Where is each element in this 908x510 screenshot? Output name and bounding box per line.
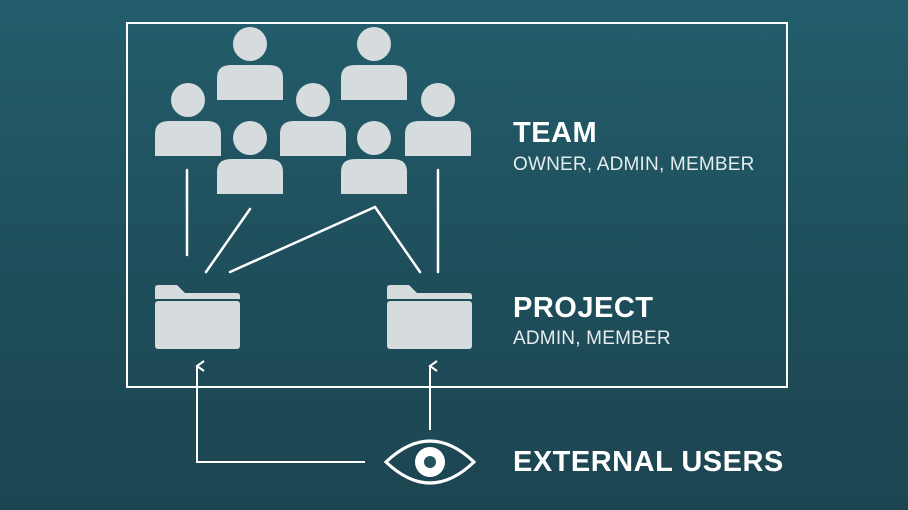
person-icon [155, 83, 221, 156]
eye-icon [383, 439, 477, 485]
folder-icon [387, 285, 472, 349]
person-icon [405, 83, 471, 156]
connector-line [373, 205, 422, 274]
team-boundary-box [126, 22, 788, 388]
connector-line [204, 207, 252, 274]
external-access-arrow [195, 360, 365, 463]
team-roles: OWNER, ADMIN, MEMBER [513, 154, 755, 175]
person-icon [341, 121, 407, 194]
project-roles: ADMIN, MEMBER [513, 328, 671, 349]
person-icon [341, 27, 407, 100]
folder-icon [155, 285, 240, 349]
person-icon [280, 83, 346, 156]
external-users-title: EXTERNAL USERS [513, 446, 784, 478]
project-title: PROJECT [513, 292, 654, 324]
person-icon [217, 27, 283, 100]
team-title: TEAM [513, 117, 598, 149]
person-icon [217, 121, 283, 194]
connector-line [228, 205, 377, 274]
